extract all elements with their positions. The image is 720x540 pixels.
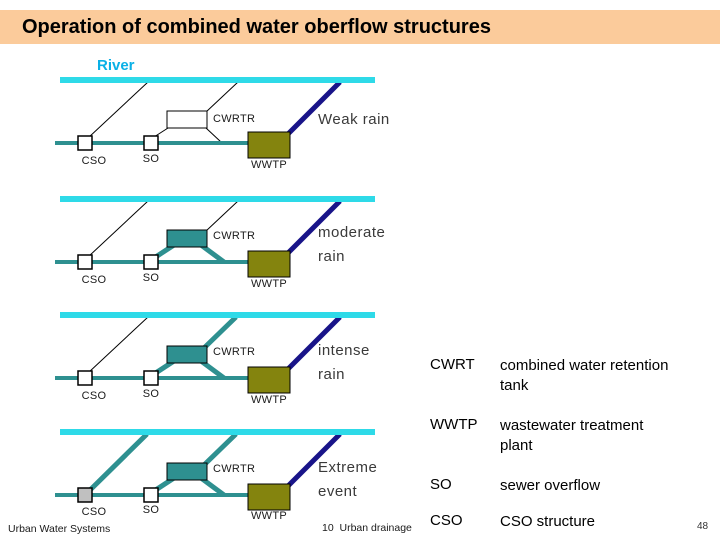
so-square (143, 487, 159, 503)
diagram-moderate-rain (55, 196, 375, 278)
cwrtr-main-connector-active (199, 242, 226, 265)
legend-row-so: SO sewer overflow (430, 476, 710, 496)
cso-river-connector-inactive (87, 200, 149, 258)
cwrtr-tank-filled (166, 462, 208, 481)
legend-definition: sewer overflow (500, 477, 601, 494)
wwtp-effluent-line (286, 80, 342, 136)
wwtp-box (247, 250, 291, 278)
cwrtr-label: CWRTR (213, 230, 256, 242)
wwtp-label: WWTP (250, 278, 288, 290)
cwrtr-main-connector-inactive (205, 127, 222, 143)
cwrtr-river-overflow-active (202, 315, 238, 350)
cso-river-overflow-active (83, 432, 149, 497)
footer-chapter: 10 Urban drainage (322, 522, 412, 534)
wwtp-effluent-line (286, 199, 342, 255)
wwtp-effluent-line (286, 315, 342, 371)
cwrtr-tank-filled (166, 229, 208, 248)
rain-label-weak: Weak rain (318, 111, 390, 128)
river-label: River (97, 57, 135, 74)
cwrtr-main-connector-active (199, 358, 226, 381)
cwrtr-river-overflow-active (202, 432, 238, 467)
cwrtr-tank-filled (166, 345, 208, 364)
cso-square (77, 135, 93, 151)
cwrtr-label: CWRTR (213, 463, 256, 475)
wwtp-label: WWTP (250, 510, 288, 522)
so-label: SO (142, 504, 160, 516)
legend-row-cso: CSO CSO structure (430, 512, 710, 532)
legend-row-cwrt: CWRT combined water retention tank (430, 356, 710, 396)
cso-label: CSO (81, 155, 107, 167)
title-bar: Operation of combined water oberflow str… (0, 10, 720, 44)
wwtp-box (247, 131, 291, 159)
legend-term: WWTP (430, 416, 478, 433)
cso-square (77, 370, 93, 386)
cwrtr-label: CWRTR (213, 346, 256, 358)
wwtp-box (247, 366, 291, 394)
diagram-intense-rain (55, 312, 375, 394)
wwtp-effluent-line (286, 432, 342, 488)
diagram-extreme-event (55, 429, 375, 511)
cwrtr-river-connector-inactive (205, 200, 239, 232)
cwrtr-tank-empty (166, 110, 208, 129)
so-square (143, 370, 159, 386)
cso-square-overflowing (77, 487, 93, 503)
rain-label-extreme: Extreme event (318, 459, 378, 500)
legend-term: CSO (430, 512, 463, 529)
cwrtr-label: CWRTR (213, 113, 256, 125)
legend-term: SO (430, 476, 452, 493)
cso-label: CSO (81, 390, 107, 402)
footer-course-title: Urban Water Systems (8, 523, 111, 535)
so-label: SO (142, 388, 160, 400)
legend-definition: combined water retention tank (500, 357, 669, 394)
cso-river-connector-inactive (87, 316, 149, 374)
cso-square (77, 254, 93, 270)
page-number: 48 (697, 521, 709, 532)
cso-label: CSO (81, 506, 107, 518)
rain-label-moderate: moderate rain (318, 224, 386, 265)
cso-river-connector-inactive (87, 81, 149, 139)
legend-definition: wastewater treatment plant (500, 417, 644, 454)
legend-row-wwtp: WWTP wastewater treatment plant (430, 416, 710, 456)
cwrtr-main-connector-active (199, 475, 226, 498)
wwtp-box (247, 483, 291, 511)
so-label: SO (142, 272, 160, 284)
legend-term: CWRT (430, 356, 475, 373)
cwrtr-river-connector-inactive (205, 81, 239, 113)
wwtp-label: WWTP (250, 394, 288, 406)
cso-label: CSO (81, 274, 107, 286)
legend-definition: CSO structure (500, 513, 596, 530)
so-label: SO (142, 153, 160, 165)
so-square (143, 135, 159, 151)
wwtp-label: WWTP (250, 159, 288, 171)
rain-label-intense: intense rain (318, 342, 370, 383)
slide-title: Operation of combined water oberflow str… (22, 15, 491, 38)
so-square (143, 254, 159, 270)
diagram-weak-rain (55, 77, 375, 159)
